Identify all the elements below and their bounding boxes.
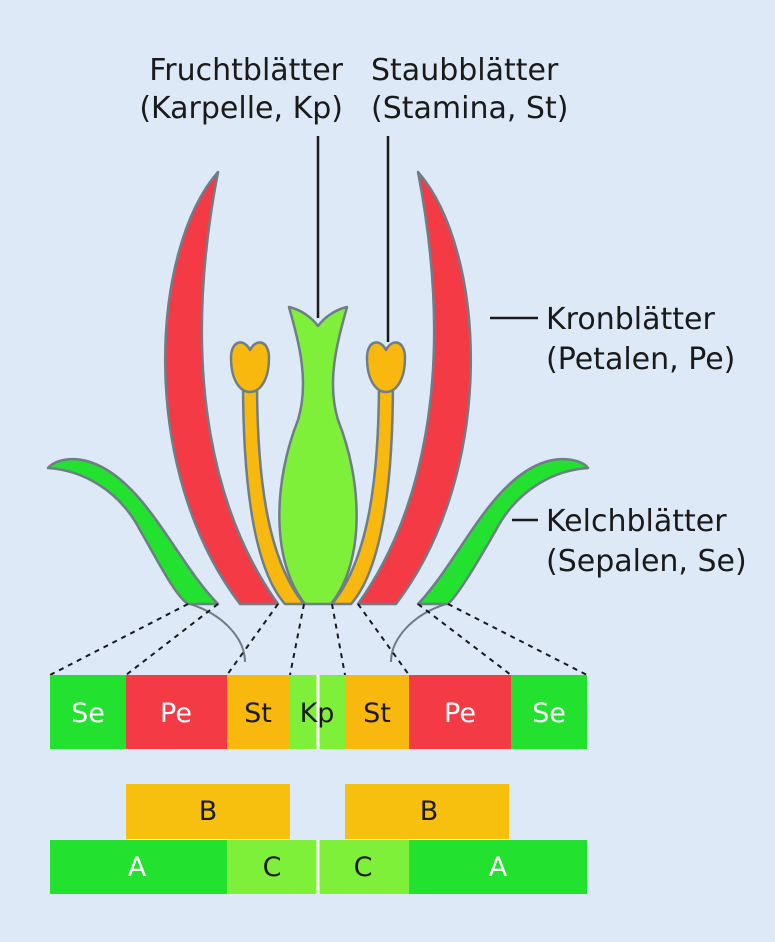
- whorl-st-left: [227, 675, 290, 749]
- gene-b-right-label: B: [420, 796, 439, 827]
- gene-b-left-label: B: [199, 796, 218, 827]
- gene-b-bar: B B: [126, 784, 509, 839]
- leader-lines: [316, 136, 538, 522]
- label-stamen-line2: (Stamina, St): [371, 91, 568, 126]
- whorl-pe-right: [409, 675, 511, 749]
- sepal-right: [416, 457, 590, 606]
- anther-left: [229, 341, 271, 394]
- label-stamen-line1: Staubblätter: [371, 53, 559, 88]
- gene-c-left-label: C: [263, 852, 282, 883]
- label-carpel-line1: Fruchtblätter: [149, 53, 343, 88]
- gene-ac-bar: A C C A: [50, 840, 587, 894]
- label-carpel-line2: (Karpelle, Kp): [139, 91, 343, 126]
- flower-illustration: [46, 170, 590, 606]
- gene-a-left-label: A: [128, 852, 147, 883]
- label-petal-line1: Kronblätter: [546, 302, 715, 337]
- gene-a-left: [50, 840, 227, 894]
- whorl-st-right: [345, 675, 409, 749]
- whorl-se-right: [511, 675, 587, 749]
- label-petal-line2: (Petalen, Pe): [546, 342, 735, 377]
- gene-a-right: [409, 840, 587, 894]
- whorl-label-se-left: Se: [71, 698, 105, 729]
- whorl-pe-left: [126, 675, 227, 749]
- gene-a-right-label: A: [489, 852, 508, 883]
- gene-b-left: [126, 784, 290, 839]
- gene-c-right: [319, 840, 409, 894]
- sepal-base-connectors: [189, 603, 447, 663]
- carpel: [278, 305, 358, 606]
- gene-b-right: [345, 784, 509, 839]
- petal-right: [356, 170, 473, 606]
- gene-c-right-label: C: [354, 852, 373, 883]
- petal-left: [163, 170, 280, 606]
- label-sepal-line2: (Sepalen, Se): [546, 544, 747, 579]
- whorl-label-se-right: Se: [532, 698, 566, 729]
- whorl-label-pe-right: Pe: [444, 698, 476, 729]
- whorl-bar: Se Pe St Kp St Pe Se: [50, 675, 587, 749]
- whorl-label-kp: Kp: [300, 698, 335, 729]
- anther-right: [365, 341, 407, 394]
- whorl-label-st-right: St: [363, 698, 391, 729]
- gene-c-left: [227, 840, 317, 894]
- whorl-label-st-left: St: [244, 698, 272, 729]
- sepal-left: [46, 457, 220, 606]
- whorl-label-pe-left: Pe: [160, 698, 192, 729]
- label-sepal-line1: Kelchblätter: [546, 504, 727, 539]
- projection-lines: [49, 603, 588, 676]
- whorl-se-left: [50, 675, 126, 749]
